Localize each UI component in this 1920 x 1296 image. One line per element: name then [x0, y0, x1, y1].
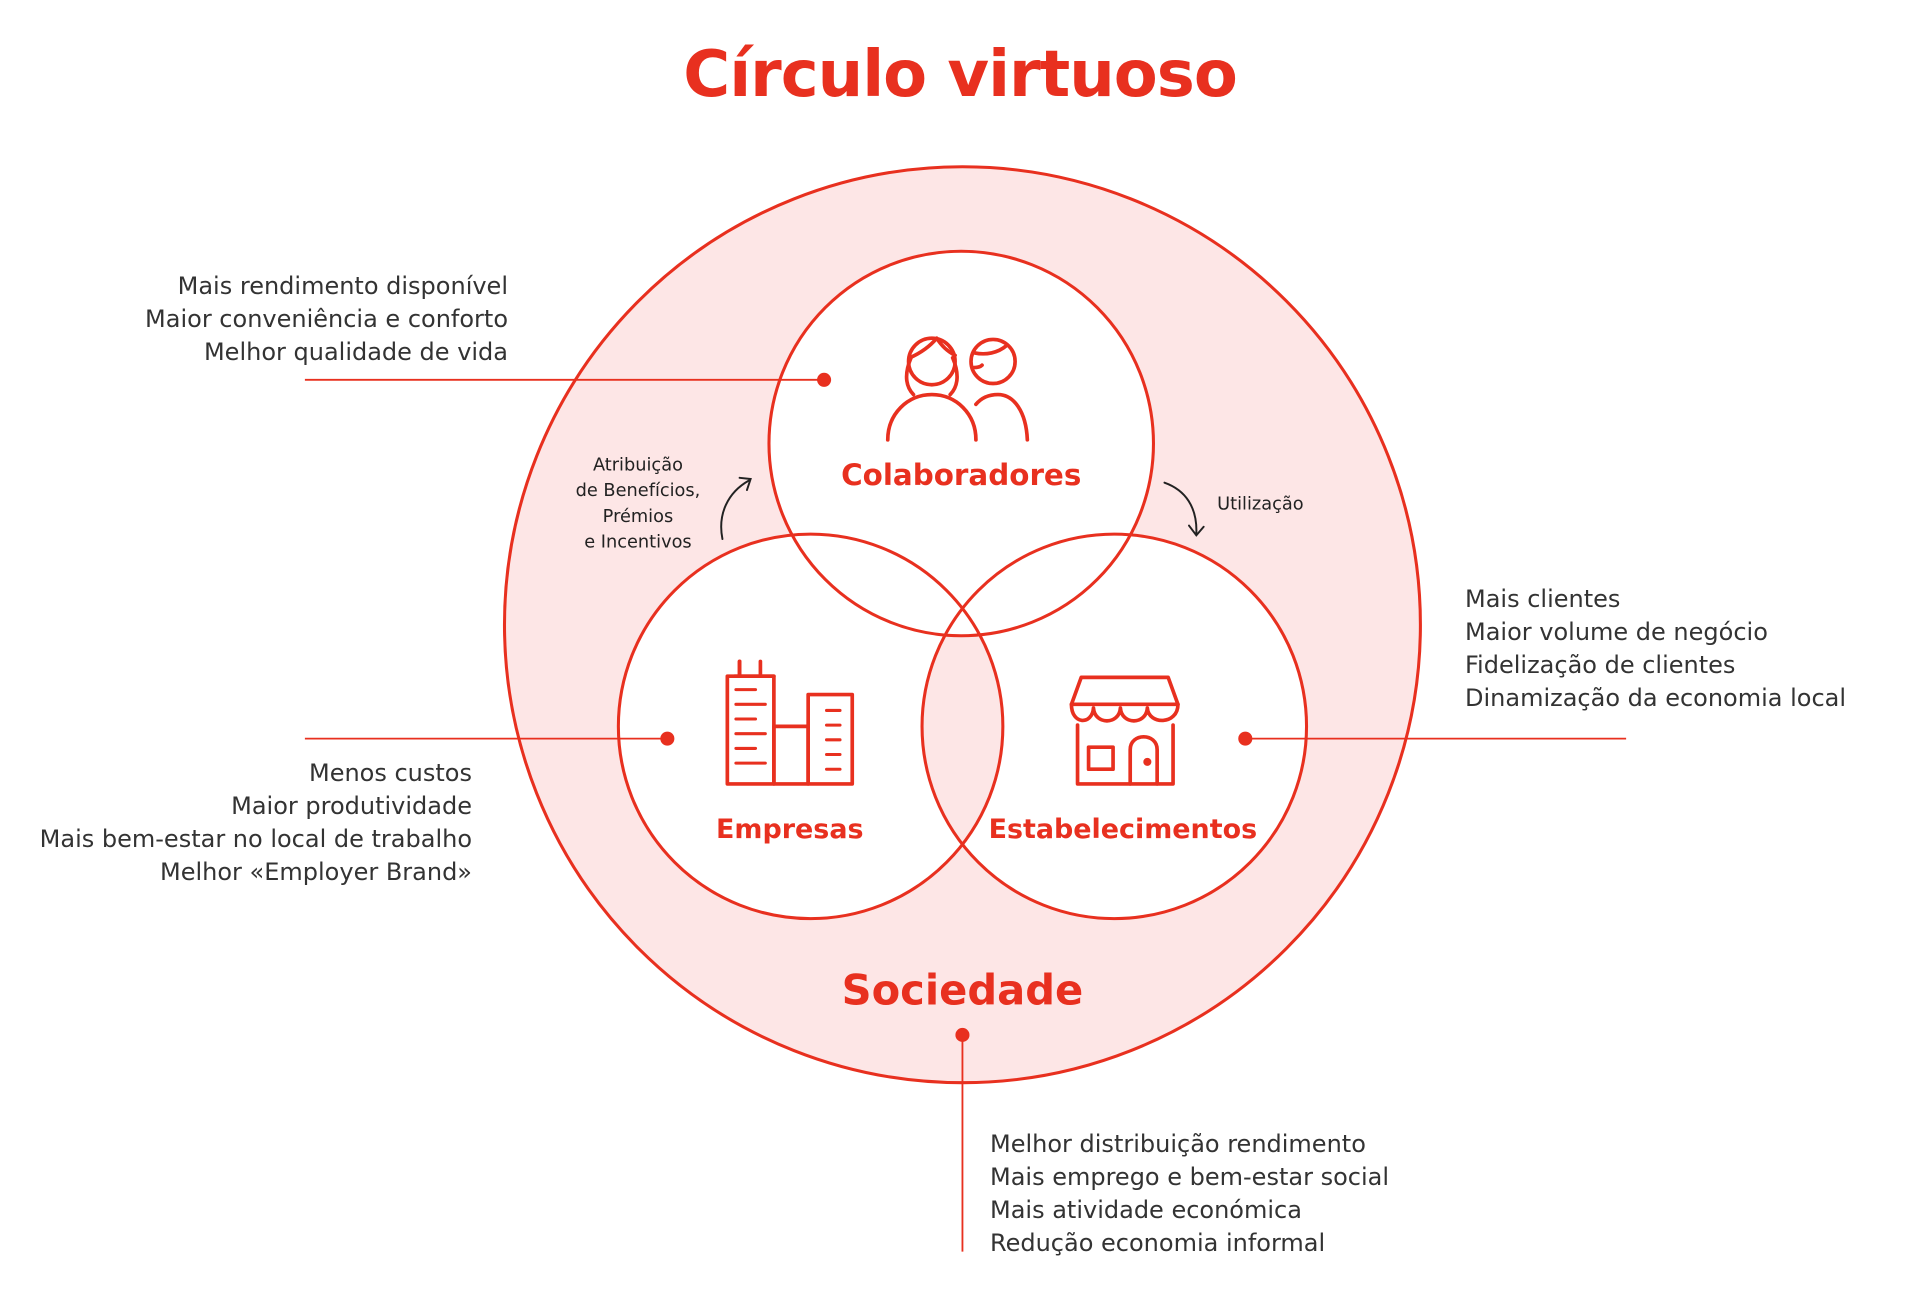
benefit-item: Redução economia informal — [990, 1229, 1326, 1257]
benefit-item: Fidelização de clientes — [1465, 651, 1736, 679]
benefit-item: Maior conveniência e conforto — [145, 305, 508, 333]
connectors — [304, 372, 1627, 1252]
benefit-item: Mais rendimento disponível — [177, 272, 508, 300]
empresas-dot — [660, 731, 675, 746]
colaboradores-label: Colaboradores — [841, 458, 1081, 492]
benefit-item: Mais bem-estar no local de trabalho — [39, 825, 472, 853]
attribution-line: Prémios — [603, 507, 674, 527]
benefit-item: Menos custos — [308, 759, 472, 787]
benefit-item: Dinamização da economia local — [1465, 684, 1847, 712]
page-title: Círculo virtuoso — [683, 38, 1238, 112]
empresas-label: Empresas — [716, 814, 863, 845]
sociedade-label: Sociedade — [842, 965, 1084, 1014]
colaboradores-dot — [817, 372, 832, 387]
people-icon — [885, 336, 1030, 442]
attribution-line: e Incentivos — [584, 533, 691, 553]
empresas-benefits: Menos custos Maior produtividade Mais be… — [40, 757, 472, 889]
empresas-circle — [616, 532, 1005, 921]
inner-circles — [616, 249, 1309, 921]
attribution-line: de Benefícios, — [576, 481, 701, 501]
attribution-label: Atribuição de Benefícios, Prémios e Ince… — [576, 455, 701, 552]
benefit-item: Maior produtividade — [231, 792, 472, 820]
utilization-label: Utilização — [1217, 495, 1303, 515]
estabelecimentos-dot — [1238, 731, 1253, 746]
colaboradores-circle — [767, 249, 1155, 638]
attribution-line: Atribuição — [593, 455, 683, 475]
flow-arrows — [720, 476, 1205, 541]
sociedade-dot — [955, 1027, 970, 1042]
sociedade-benefits: Melhor distribuição rendimento Mais empr… — [990, 1128, 1389, 1260]
benefit-item: Melhor «Employer Brand» — [160, 858, 472, 886]
benefit-item: Mais clientes — [1465, 585, 1621, 613]
benefit-item: Melhor distribuição rendimento — [990, 1130, 1366, 1158]
utilization-arrow-icon — [1163, 481, 1198, 536]
colaboradores-benefits: Mais rendimento disponível Maior conveni… — [145, 270, 508, 369]
estabelecimentos-circle — [920, 532, 1309, 921]
buildings-icon — [725, 659, 855, 786]
benefit-item: Mais atividade económica — [990, 1196, 1302, 1224]
benefit-item: Melhor qualidade de vida — [203, 338, 508, 366]
attribution-arrow-icon — [720, 479, 751, 541]
estabelecimentos-label: Estabelecimentos — [989, 814, 1258, 845]
store-icon — [1069, 675, 1180, 786]
benefit-item: Mais emprego e bem-estar social — [990, 1163, 1389, 1191]
benefit-item: Maior volume de negócio — [1465, 618, 1768, 646]
estabelecimentos-benefits: Mais clientes Maior volume de negócio Fi… — [1465, 583, 1846, 715]
